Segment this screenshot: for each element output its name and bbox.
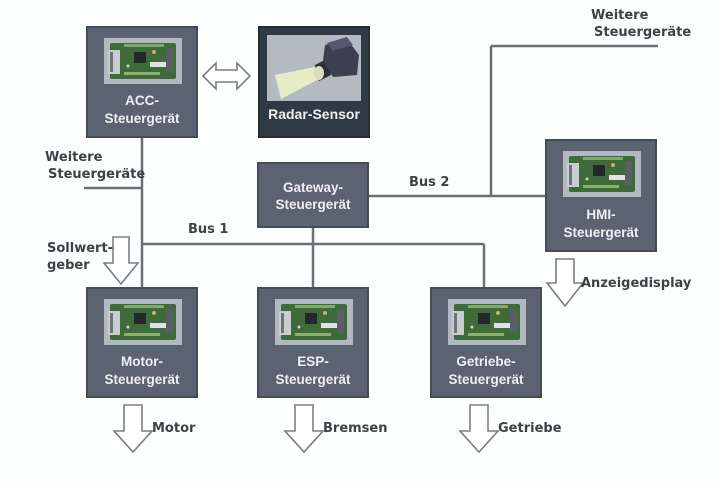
esp-control-unit[interactable]: ESP- Steuergerät <box>257 287 369 398</box>
sollwertgeber-arrow-icon <box>102 236 140 286</box>
weitere-top-label-line1: Weitere <box>591 8 649 23</box>
getriebe-output-arrow-icon <box>458 404 500 454</box>
sollwertgeber-label-line2: geber <box>47 258 90 273</box>
motor-output-arrow-icon <box>112 404 154 454</box>
anzeigedisplay-label: Anzeigedisplay <box>581 276 692 291</box>
bidirectional-arrow-icon <box>201 61 252 91</box>
acc-label-line2: Steuergerät <box>104 111 180 126</box>
hmi-label-line2: Steuergerät <box>563 225 639 240</box>
hmi-control-unit[interactable]: HMI- Steuergerät <box>545 139 657 252</box>
circuit-board-icon <box>275 299 353 345</box>
radar-sensor-icon <box>267 35 361 101</box>
bus2-label: Bus 2 <box>409 175 450 190</box>
esp-label-line1: ESP- <box>297 354 329 369</box>
circuit-board-icon <box>104 38 182 84</box>
bremsen-output-arrow-icon <box>283 404 325 454</box>
weitere-top-label-line2: Steuergeräte <box>594 25 692 40</box>
radar-label: Radar-Sensor <box>268 106 360 122</box>
esp-label-line2: Steuergerät <box>275 372 351 387</box>
getriebe-label-line1: Getriebe- <box>456 354 516 369</box>
sollwertgeber-label-line1: Sollwert- <box>47 241 114 256</box>
acc-control-unit[interactable]: ACC- Steuergerät <box>86 26 198 138</box>
gateway-label-line2: Steuergerät <box>275 197 351 212</box>
motor-label-line2: Steuergerät <box>104 372 180 387</box>
motor-label-line1: Motor- <box>121 354 163 369</box>
circuit-board-icon <box>563 151 641 197</box>
gateway-control-unit[interactable]: Gateway- Steuergerät <box>257 162 369 228</box>
hmi-label-line1: HMI- <box>586 207 616 222</box>
bus1-label: Bus 1 <box>188 222 229 237</box>
radar-sensor-unit[interactable]: Radar-Sensor <box>258 26 370 138</box>
getriebe-control-unit[interactable]: Getriebe- Steuergerät <box>430 287 542 398</box>
motor-output-label: Motor <box>152 421 196 436</box>
getriebe-output-label: Getriebe <box>498 421 562 436</box>
anzeigedisplay-arrow-icon <box>545 258 585 308</box>
weitere-left-label-line1: Weitere <box>45 150 103 165</box>
gateway-label-line1: Gateway- <box>282 180 344 195</box>
motor-control-unit[interactable]: Motor- Steuergerät <box>86 287 198 398</box>
acc-label-line1: ACC- <box>125 93 159 108</box>
weitere-left-label-line2: Steuergeräte <box>48 167 146 182</box>
getriebe-label-line2: Steuergerät <box>448 372 524 387</box>
circuit-board-icon <box>104 299 182 345</box>
bremsen-output-label: Bremsen <box>323 421 388 436</box>
circuit-board-icon <box>448 299 526 345</box>
